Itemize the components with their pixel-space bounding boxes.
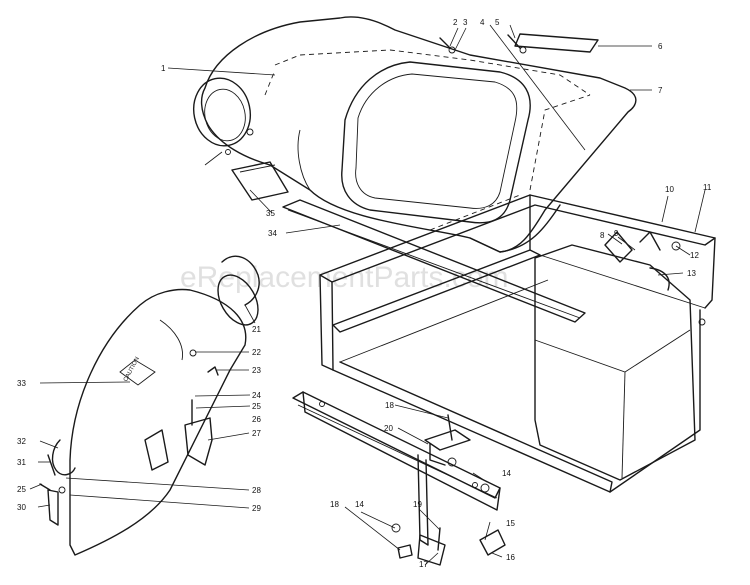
callout-26: 26 [252,415,261,424]
callout-34: 34 [268,229,277,238]
callout-9: 9 [614,229,619,238]
bag-frame [319,194,716,493]
support-rod [282,199,586,323]
callout-labels: 1 2 3 4 5 6 7 8 9 10 11 12 13 14 14 15 1… [17,18,712,569]
grass-bag-cover [193,16,637,253]
callout-16: 16 [506,553,515,562]
callout-15: 15 [506,519,515,528]
callout-17: 17 [419,560,428,569]
callout-25-left: 25 [17,485,26,494]
decal-strip [514,33,599,53]
callout-33: 33 [17,379,26,388]
callout-23: 23 [252,366,261,375]
mount-bar [292,391,501,511]
callout-28: 28 [252,486,261,495]
callout-6: 6 [658,42,663,51]
callout-29: 29 [252,504,261,513]
grass-bag [534,231,696,481]
callout-11: 11 [703,183,712,192]
mount-bracket [391,414,506,566]
callout-25-right: 25 [252,402,261,411]
callout-14-upper: 14 [502,469,511,478]
callout-18-upper: 18 [385,401,394,410]
callout-30: 30 [17,503,26,512]
callout-7: 7 [658,86,663,95]
caution-decal: CAUTION [123,356,141,383]
callout-3: 3 [463,18,468,27]
callout-8: 8 [600,231,605,240]
callout-20: 20 [384,424,393,433]
discharge-chute: CAUTION [39,255,260,556]
callout-19: 19 [413,500,422,509]
callout-24: 24 [252,391,261,400]
callout-31: 31 [17,458,26,467]
callout-12: 12 [690,251,699,260]
callout-21: 21 [252,325,261,334]
callout-4: 4 [480,18,485,27]
callout-18-lower: 18 [330,500,339,509]
callout-13: 13 [687,269,696,278]
callout-35: 35 [266,209,275,218]
callout-22: 22 [252,348,261,357]
callout-1: 1 [161,64,166,73]
callout-27: 27 [252,429,261,438]
callout-2: 2 [453,18,458,27]
leader-lines [29,24,706,566]
callout-5: 5 [495,18,500,27]
callout-14-lower: 14 [355,500,364,509]
callout-10: 10 [665,185,674,194]
callout-32: 32 [17,437,26,446]
